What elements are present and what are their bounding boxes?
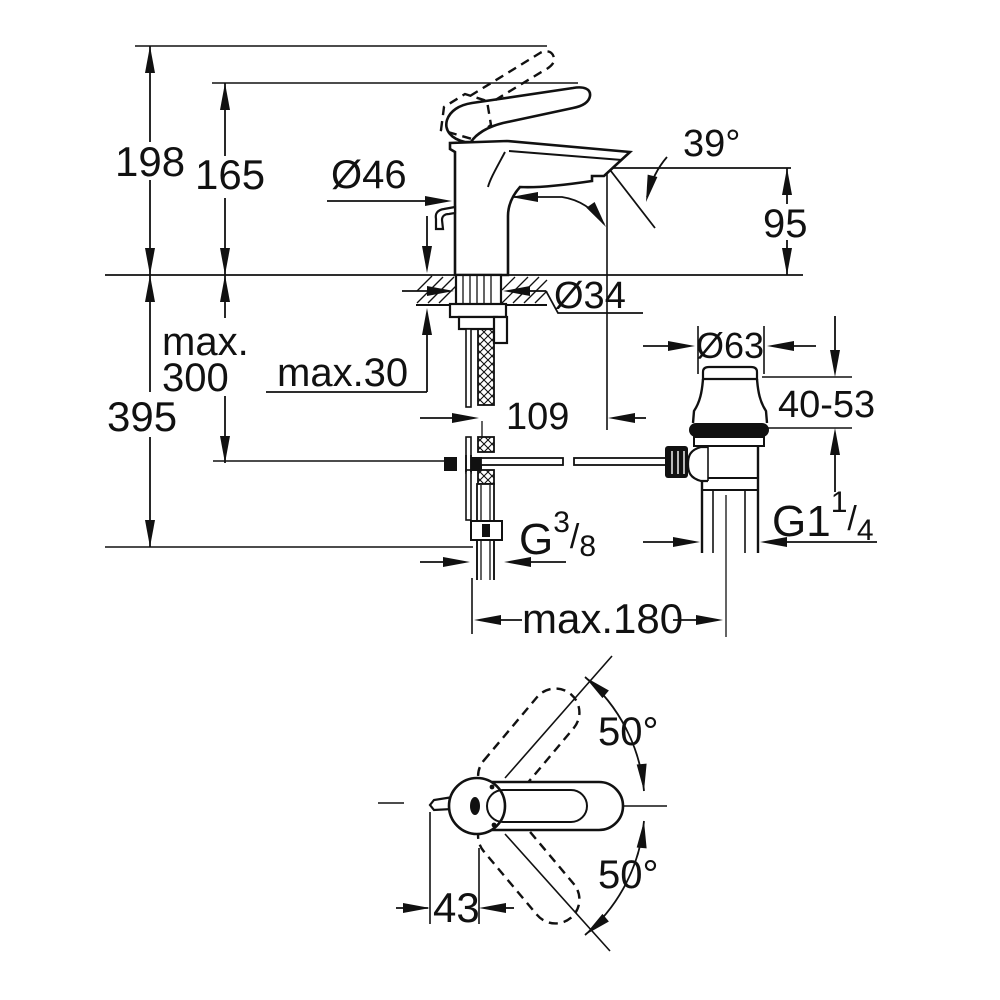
jet-line: [606, 165, 656, 229]
spout-underside-curve: [487, 151, 506, 188]
deck-mounting: [416, 273, 548, 345]
dim-handle-height-label: 165: [195, 151, 265, 198]
rod-ball-joint: [686, 445, 708, 483]
popup-rod-hook: [434, 205, 457, 231]
dim-deck-thickness: max.30: [266, 216, 432, 395]
dim-waste-thread-label: G11/4: [772, 486, 874, 547]
mounting-nut: [448, 302, 508, 319]
lever-handle: [445, 86, 592, 144]
dim-clamping-range-label: 40-53: [778, 384, 875, 426]
dim-waste: 40-53 G11/4: [643, 316, 877, 547]
dim-supply-thread-label: G3/8: [519, 506, 596, 564]
lever-slot: [470, 797, 480, 815]
faucet-top-view: 50° 50° 43: [378, 655, 667, 952]
dim-spout-height-label: 95: [763, 202, 808, 246]
lever-raised-knob-dashed: [439, 92, 493, 141]
lever-raised-dashed: [469, 50, 556, 104]
popup-rod: [465, 328, 472, 408]
faucet-body: [448, 139, 634, 277]
dim-waste-flange-label: Ø63: [696, 325, 764, 366]
rod-clamp: [444, 457, 457, 471]
dim-swivel-lower-label: 50°: [598, 853, 659, 897]
swivel-axis-lower: [504, 833, 611, 952]
dim-handle-offset-label: 43: [433, 884, 480, 931]
dim-deck-thickness-label: max.30: [277, 351, 408, 395]
adjuster-knob: [665, 446, 688, 478]
dim-supply: G3/8 max.180: [420, 506, 723, 642]
popup-waste-assembly: Ø63: [643, 325, 816, 637]
dim-body-diameter: Ø46: [327, 153, 452, 206]
dim-max-word-label: max.: [162, 320, 249, 364]
mounting-tab: [492, 315, 509, 345]
dim-rod-length-label: 300: [162, 356, 229, 400]
mounting-step: [457, 315, 499, 331]
hose-end-sleeve: [476, 483, 495, 522]
dim-hole-diameter-label: Ø34: [554, 275, 626, 317]
below-deck-parts: [444, 328, 667, 580]
supply-hose-braided: [477, 328, 495, 406]
dim-left-heights: 198 165 max. 300 395: [107, 46, 265, 547]
faucet-side-view: [434, 50, 634, 277]
popup-linkage-rod: [480, 457, 564, 466]
spout-top-edge: [508, 150, 623, 161]
waste-plug-cap: [701, 365, 759, 381]
swivel-axis-upper: [504, 655, 613, 779]
dim-total-height-label: 198: [115, 138, 185, 185]
dim-body-diameter-label: Ø46: [331, 153, 407, 197]
dim-connection-spacing-label: max.180: [522, 595, 683, 642]
handle-inner-contour: [486, 789, 588, 823]
dim-spray-angle-label: 39°: [683, 123, 740, 165]
dim-spout-reach-label: 109: [506, 396, 569, 438]
dim-spout-height-angle: 95 39°: [511, 123, 808, 430]
dim-hole-and-reach: Ø34 109: [402, 275, 646, 438]
waste-gasket: [689, 423, 769, 437]
dim-below-deck-label: 395: [107, 393, 177, 440]
dim-swivel-upper-label: 50°: [598, 710, 659, 754]
